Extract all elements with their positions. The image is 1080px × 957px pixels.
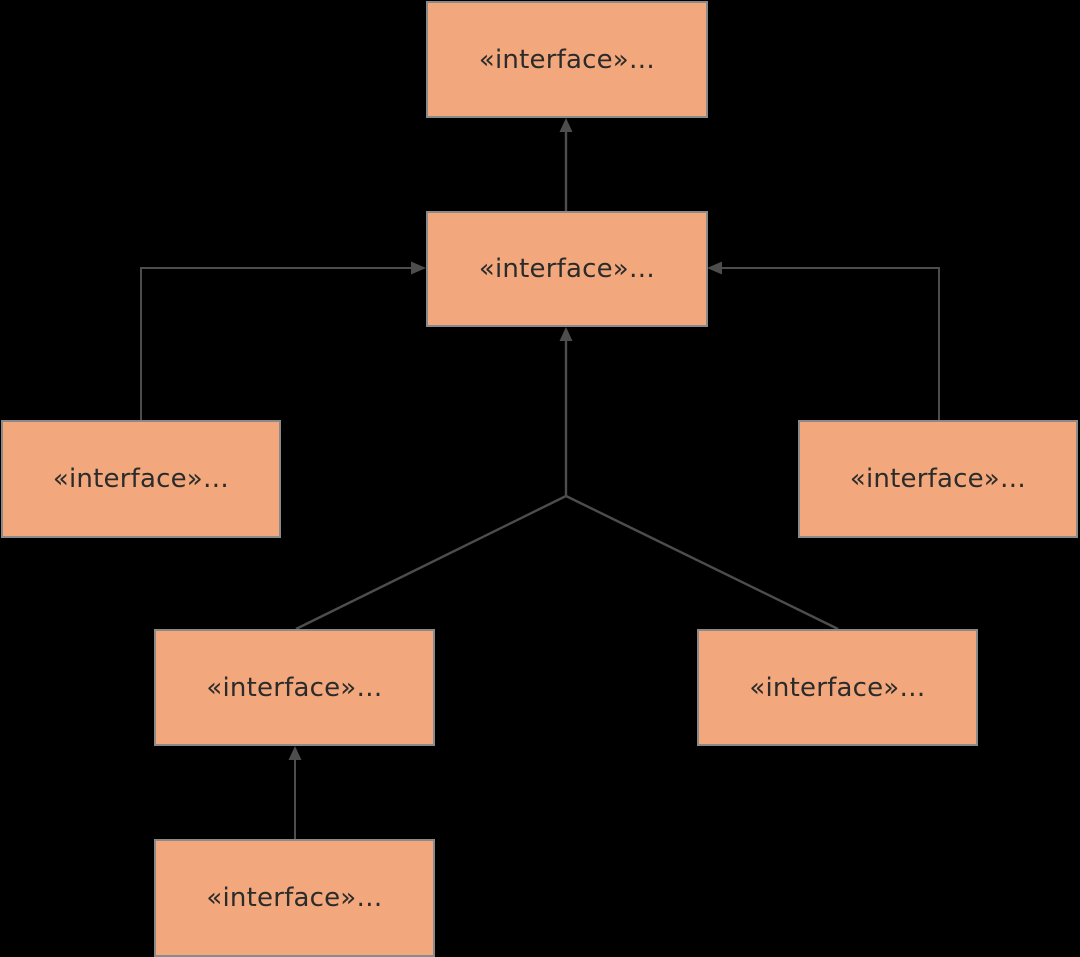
uml-node-bottom[interactable]: «interface»…	[154, 839, 435, 957]
uml-node-label: «interface»…	[478, 254, 656, 284]
uml-node-lower-right[interactable]: «interface»…	[697, 629, 978, 746]
arrowhead-up-icon	[559, 118, 573, 132]
edge-branch-to-center[interactable]	[559, 327, 573, 496]
edge-lower-right-to-branch[interactable]	[565, 494, 839, 631]
arrowhead-up-icon	[559, 327, 573, 341]
edge-bottom-to-lower-left[interactable]	[288, 746, 302, 839]
edge-center-to-top[interactable]	[559, 118, 573, 211]
uml-node-right[interactable]: «interface»…	[798, 420, 1078, 538]
arrowhead-left-icon	[707, 261, 722, 275]
uml-node-center[interactable]: «interface»…	[426, 211, 708, 327]
uml-node-left[interactable]: «interface»…	[1, 420, 281, 538]
uml-node-label: «interface»…	[749, 672, 926, 703]
uml-node-label: «interface»…	[52, 464, 230, 494]
uml-node-label: «interface»…	[849, 464, 1027, 494]
uml-node-label: «interface»…	[206, 883, 383, 913]
uml-node-label: «interface»…	[206, 672, 383, 703]
arrowhead-right-icon	[411, 261, 426, 275]
edge-lower-left-to-branch[interactable]	[295, 494, 567, 631]
arrowhead-up-icon	[288, 746, 302, 760]
uml-node-top[interactable]: «interface»…	[426, 1, 708, 118]
edge-right-to-center[interactable]	[707, 261, 940, 421]
uml-node-label: «interface»…	[478, 44, 656, 75]
edge-left-to-center[interactable]	[140, 261, 426, 421]
uml-node-lower-left[interactable]: «interface»…	[154, 629, 435, 746]
